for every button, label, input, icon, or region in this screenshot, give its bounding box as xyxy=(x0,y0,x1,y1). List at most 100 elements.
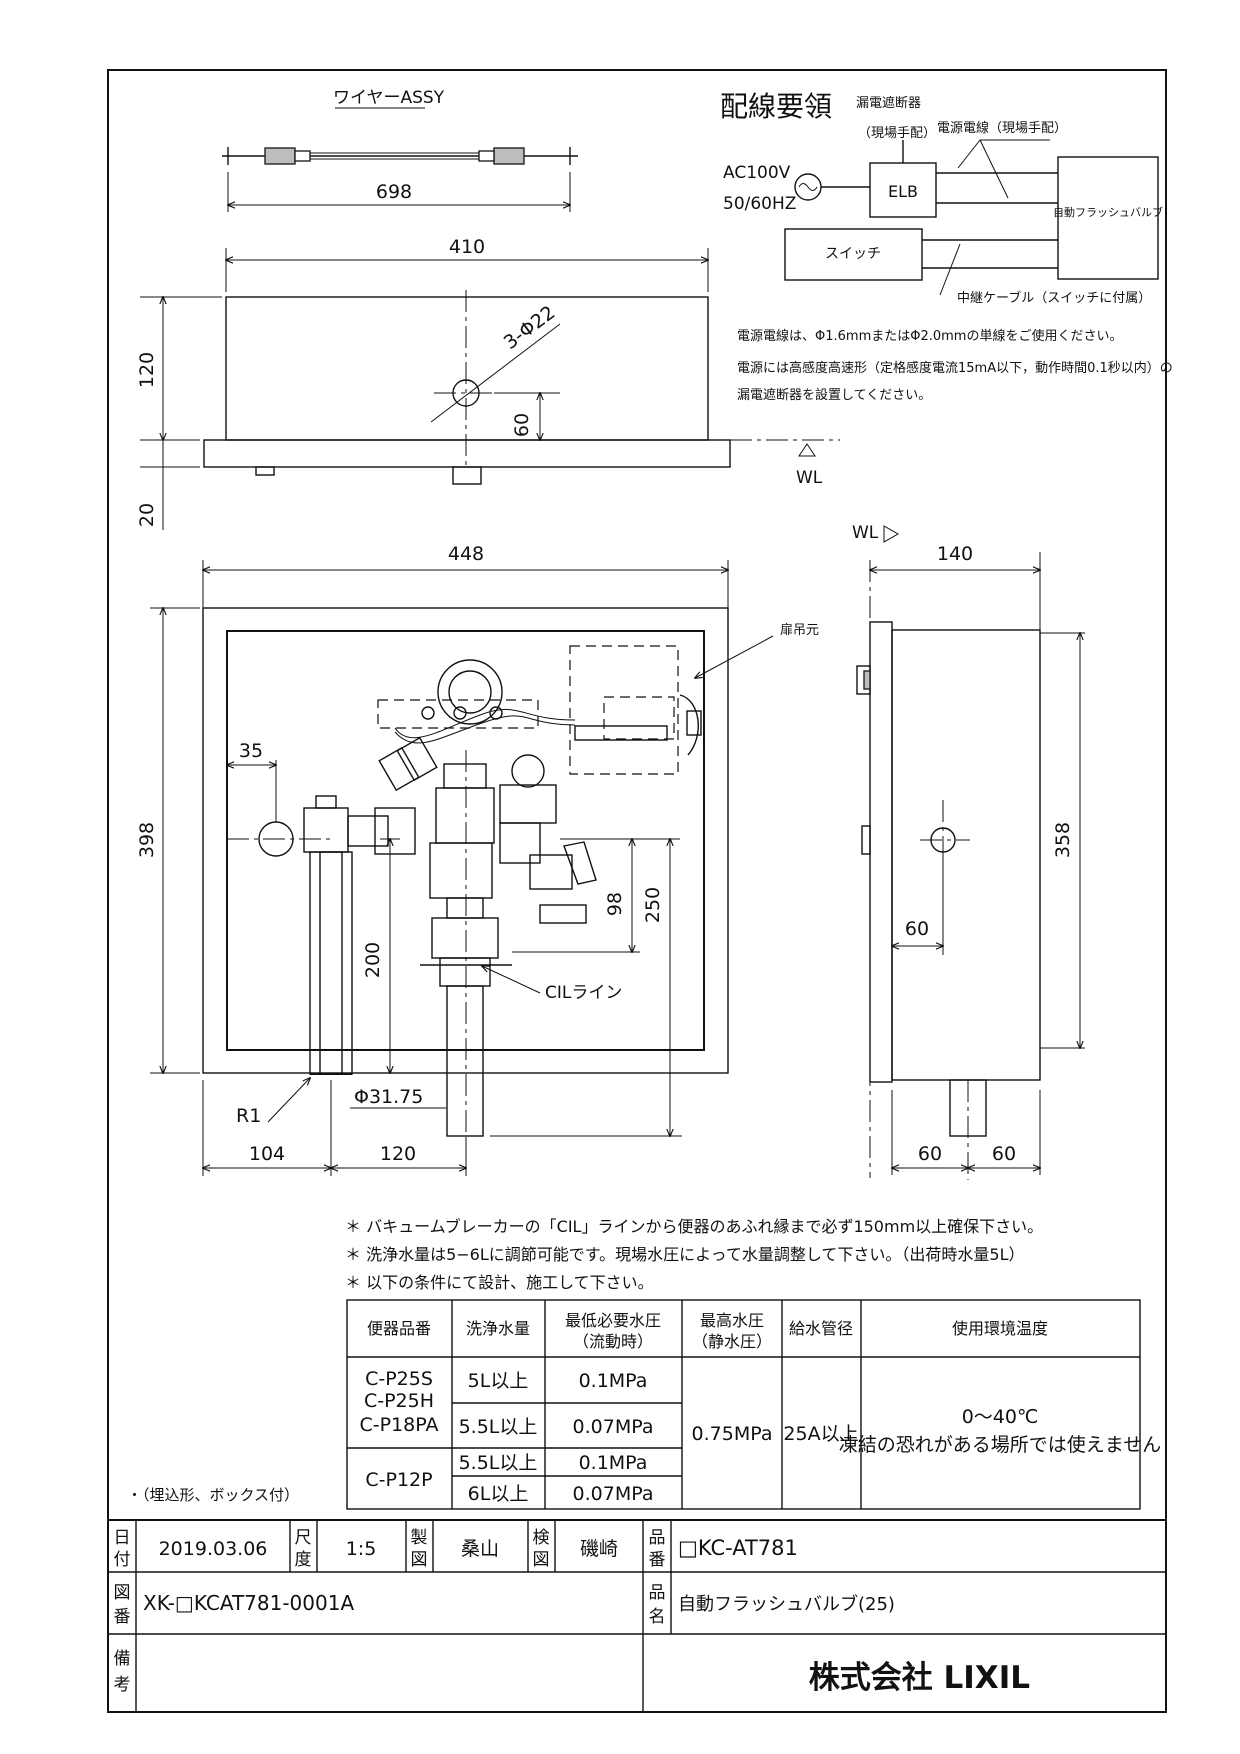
relay-cable-label: 中継ケーブル（スイッチに付属） xyxy=(957,290,1151,306)
product-name: 自動フラッシュバルブ(25) xyxy=(678,1593,895,1615)
row4-volume: 6L以上 xyxy=(468,1483,529,1505)
note-1: ＊ バキュームブレーカーの「CIL」ラインから便器のあふれ縁まで必ず150mm以… xyxy=(345,1217,1043,1236)
row3-pressure: 0.1MPa xyxy=(579,1452,648,1474)
wiring-note-3: 漏電遮断器を設置してください。 xyxy=(737,387,931,403)
lbl-date-2: 付 xyxy=(114,1550,131,1570)
title-block: 日 付 2019.03.06 尺 度 1:5 製 図 桑山 検 図 磯崎 品 番… xyxy=(108,1519,1166,1712)
flow-control xyxy=(529,854,573,890)
lbl-drawn-1: 製 xyxy=(411,1528,428,1548)
th-temp: 使用環境温度 xyxy=(952,1319,1048,1338)
th-volume: 洗浄水量 xyxy=(466,1319,530,1338)
dim-398: 398 xyxy=(136,822,158,858)
terminal-block xyxy=(377,699,539,729)
dim-120-top: 120 xyxy=(136,352,158,388)
max-pressure: 0.75MPa xyxy=(692,1423,773,1445)
model-c-p25h: C-P25H xyxy=(364,1390,434,1412)
row2-volume: 5.5L以上 xyxy=(459,1416,538,1438)
drawing-no: XK-□KCAT781-0001A xyxy=(143,1591,354,1615)
lbl-part-1: 品 xyxy=(649,1528,666,1548)
vacuum-breaker xyxy=(431,917,499,959)
wl-side: WL xyxy=(852,523,879,543)
wire-assy: ワイヤーASSY 698 xyxy=(222,88,578,212)
notes: ＊ バキュームブレーカーの「CIL」ラインから便器のあふれ縁まで必ず150mm以… xyxy=(345,1217,1043,1292)
elcb-label: 漏電遮断器 xyxy=(856,95,921,111)
dim-448: 448 xyxy=(448,543,484,565)
embed-note: ・（埋込形、ボックス付） xyxy=(127,1486,299,1504)
sensor-ring xyxy=(437,659,503,725)
holes-label: 3-Φ22 xyxy=(500,301,560,354)
dim-698: 698 xyxy=(376,181,412,203)
lbl-remarks-2: 考 xyxy=(114,1675,131,1695)
lbl-part-2: 番 xyxy=(649,1550,666,1570)
date-value: 2019.03.06 xyxy=(159,1538,268,1560)
connector-left xyxy=(264,147,296,165)
box-outline-front xyxy=(202,607,729,1074)
part-no: □KC-AT781 xyxy=(678,1536,798,1560)
dim-98: 98 xyxy=(604,892,626,916)
th-min-pressure: 最低必要水圧 xyxy=(565,1311,661,1330)
company-logo: 株式会社 LIXIL xyxy=(809,1660,1030,1696)
dim-140: 140 xyxy=(937,543,973,565)
dim-35: 35 xyxy=(239,740,263,762)
dim-120: 120 xyxy=(380,1143,416,1165)
valve-box-label: 自動フラッシュバルブ xyxy=(1053,205,1163,219)
dim-358: 358 xyxy=(1052,822,1074,858)
spec-table: 便器品番 洗浄水量 最低必要水圧 （流動時） 最高水圧 （静水圧） 給水管径 使… xyxy=(346,1299,1161,1510)
dim-250: 250 xyxy=(642,887,664,923)
dim-60-top: 60 xyxy=(511,413,533,437)
th-pipe: 給水管径 xyxy=(789,1319,853,1338)
lbl-scale-1: 尺 xyxy=(295,1528,312,1548)
lbl-drawn-2: 図 xyxy=(411,1550,428,1570)
lbl-date-1: 日 xyxy=(114,1528,131,1548)
r1-label: R1 xyxy=(236,1105,261,1127)
front-view: 448 398 35 xyxy=(136,543,819,1176)
model-c-p18pa: C-P18PA xyxy=(360,1414,439,1436)
th-min-pressure-sub: （流動時） xyxy=(573,1332,653,1351)
lbl-name-1: 品 xyxy=(649,1583,666,1603)
power-cable-label: 電源電線（現場手配） xyxy=(937,120,1067,136)
dim-60-b: 60 xyxy=(992,1143,1016,1165)
sheet-border xyxy=(107,69,1167,1713)
drawn-by: 桑山 xyxy=(461,1538,499,1560)
th-max-pressure-sub: （静水圧） xyxy=(692,1332,772,1351)
wiring-title: 配線要領 xyxy=(720,90,832,123)
supply-pipe xyxy=(319,851,343,1075)
top-view: 410 3-Φ22 60 120 20 WL xyxy=(136,236,840,530)
row1-volume: 5L以上 xyxy=(468,1370,529,1392)
wire-assy-title: ワイヤーASSY xyxy=(333,88,445,108)
connector-right xyxy=(493,147,525,165)
wiring-note-2: 電源には高感度高速形（定格感度電流15mA以下，動作時間0.1秒以内）の xyxy=(737,360,1173,376)
valve-top xyxy=(443,763,487,789)
th-model: 便器品番 xyxy=(367,1319,431,1338)
th-max-pressure: 最高水圧 xyxy=(700,1311,764,1330)
inlet-elbow xyxy=(303,807,349,853)
row3-volume: 5.5L以上 xyxy=(459,1452,538,1474)
door-hanger-label: 扉吊元 xyxy=(780,622,819,638)
note-2: ＊ 洗浄水量は5−6Lに調節可能です。現場水圧によって水量調整して下さい。（出荷… xyxy=(345,1245,1025,1264)
lbl-remarks-1: 備 xyxy=(114,1649,131,1669)
row1-pressure: 0.1MPa xyxy=(579,1370,648,1392)
lbl-dwg-2: 番 xyxy=(114,1607,131,1627)
elcb-label-sub: （現場手配） xyxy=(858,126,936,141)
dim-104: 104 xyxy=(249,1143,285,1165)
temp-range: 0〜40℃ xyxy=(962,1406,1039,1428)
lbl-name-2: 名 xyxy=(649,1607,666,1627)
side-view: WL 140 60 358 60 60 xyxy=(852,523,1085,1180)
lbl-scale-2: 度 xyxy=(295,1550,312,1570)
model-c-p25s: C-P25S xyxy=(365,1368,433,1390)
wl-top: WL xyxy=(796,468,823,488)
frequency: 50/60HZ xyxy=(723,194,796,214)
switch-box xyxy=(784,228,923,281)
pipe-size: 25A以上 xyxy=(783,1423,858,1445)
switch-label: スイッチ xyxy=(825,246,881,262)
ac-voltage: AC100V xyxy=(723,163,791,183)
wiring-diagram: 配線要領 漏電遮断器 （現場手配） 電源電線（現場手配） AC100V 50/6… xyxy=(720,90,1173,403)
row4-pressure: 0.07MPa xyxy=(573,1483,654,1505)
box-body-top xyxy=(225,296,709,441)
elb-label: ELB xyxy=(888,182,918,201)
scale-value: 1:5 xyxy=(346,1538,377,1560)
lbl-check-1: 検 xyxy=(533,1528,550,1548)
lbl-check-2: 図 xyxy=(533,1550,550,1570)
row2-pressure: 0.07MPa xyxy=(573,1416,654,1438)
